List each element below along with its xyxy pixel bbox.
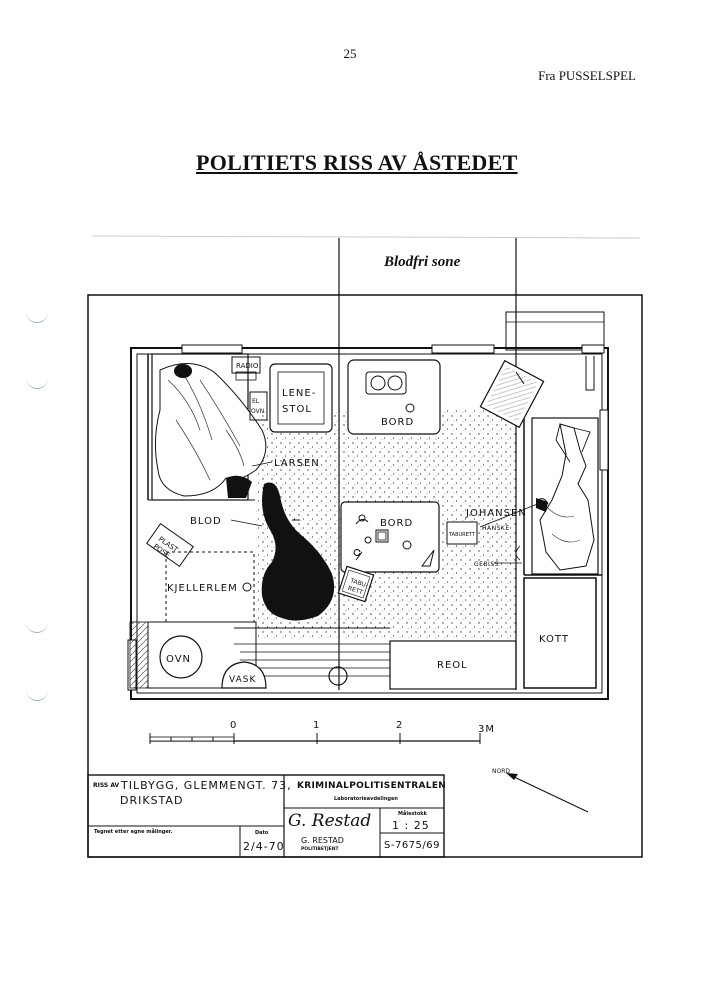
reol-shelf: [389, 640, 517, 690]
scale-tick-2: 2: [396, 720, 403, 731]
riss-prefix: RISS AV: [93, 782, 120, 789]
blood-pool: [261, 482, 335, 621]
punch-hole: [26, 312, 48, 323]
vask-sink: [221, 661, 267, 689]
label-rett: RETT: [347, 585, 364, 596]
north-label: NORD: [492, 768, 510, 775]
stool-right: [446, 521, 478, 545]
label-gebiss: GEBISS: [474, 561, 499, 568]
kjellerlem-hatch: [165, 551, 255, 623]
page-title: POLITIETS RISS AV ÅSTEDET: [196, 150, 518, 175]
bed-right: [531, 417, 599, 575]
scale-tick-1: 1: [313, 720, 320, 731]
table-top: [347, 359, 441, 435]
department-name: Laboratorieavdelingen: [334, 796, 398, 802]
radio: [231, 356, 261, 374]
agency-name: KRIMINALPOLITISENTRALEN: [297, 781, 447, 791]
scale-tick-0: 0: [230, 720, 237, 731]
scale-tick-3m: 3M: [478, 724, 495, 735]
label-johansen: JOHANSEN: [465, 508, 527, 519]
label-kott: KOTT: [539, 634, 569, 645]
scale-bar: 0 1 2 3M: [149, 720, 495, 744]
label-radio: RADIO: [236, 362, 259, 370]
label-lenestol-2: STOL: [282, 404, 312, 415]
source-note: Fra PUSSELSPEL: [538, 68, 636, 83]
label-bord-top: BORD: [381, 417, 414, 428]
label-larsen: LARSEN: [274, 458, 320, 469]
punch-hole: [26, 378, 48, 389]
signature: G. Restad: [288, 811, 372, 831]
title-block: [87, 774, 445, 858]
label-lenestol-1: LENE-: [282, 388, 316, 399]
north-arrow: NORD: [492, 768, 589, 813]
signer-name: G. RESTAD: [301, 836, 344, 845]
punch-hole: [26, 622, 48, 633]
label-bord-center: BORD: [380, 518, 413, 529]
label-hanske: HANSKE: [482, 525, 510, 532]
outer-wall: [130, 347, 609, 700]
dato-label: Dato: [255, 830, 269, 836]
ovn-stove: [159, 635, 203, 679]
case-number: S-7675/69: [384, 840, 440, 851]
signer-title: POLITIBETJENT: [301, 847, 339, 852]
malestokk-label: Målestokk: [398, 811, 427, 817]
label-blod: BLOD: [190, 516, 222, 527]
dato-value: 2/4-70: [243, 840, 285, 853]
label-vask: VASK: [229, 675, 256, 685]
label-taburett: TABURETT: [448, 532, 476, 538]
kott-closet: [523, 577, 597, 689]
riss-line-1: TILBYGG, GLEMMENGT. 73,: [121, 779, 292, 792]
plastic-bag: [146, 523, 194, 567]
table-center: [340, 501, 440, 573]
label-el: EL: [252, 398, 260, 405]
blood-free-zone-label: Blodfri sone: [384, 254, 461, 270]
drawing-note: Tegnet etter egne målinger.: [94, 829, 173, 835]
malestokk-value: 1 : 25: [392, 819, 430, 832]
label-ovn: OVN: [166, 654, 191, 665]
label-kjellerlem: KJELLERLEM: [167, 583, 238, 594]
riss-line-2: DRIKSTAD: [120, 794, 184, 807]
page-number: 25: [343, 46, 357, 61]
punch-hole: [26, 690, 48, 701]
label-ovn-small: OVN: [251, 408, 264, 415]
lenestol-armchair: [269, 363, 333, 433]
el-ovn: [249, 391, 268, 421]
label-reol: REOL: [437, 660, 468, 671]
johansen-body: [539, 423, 595, 571]
